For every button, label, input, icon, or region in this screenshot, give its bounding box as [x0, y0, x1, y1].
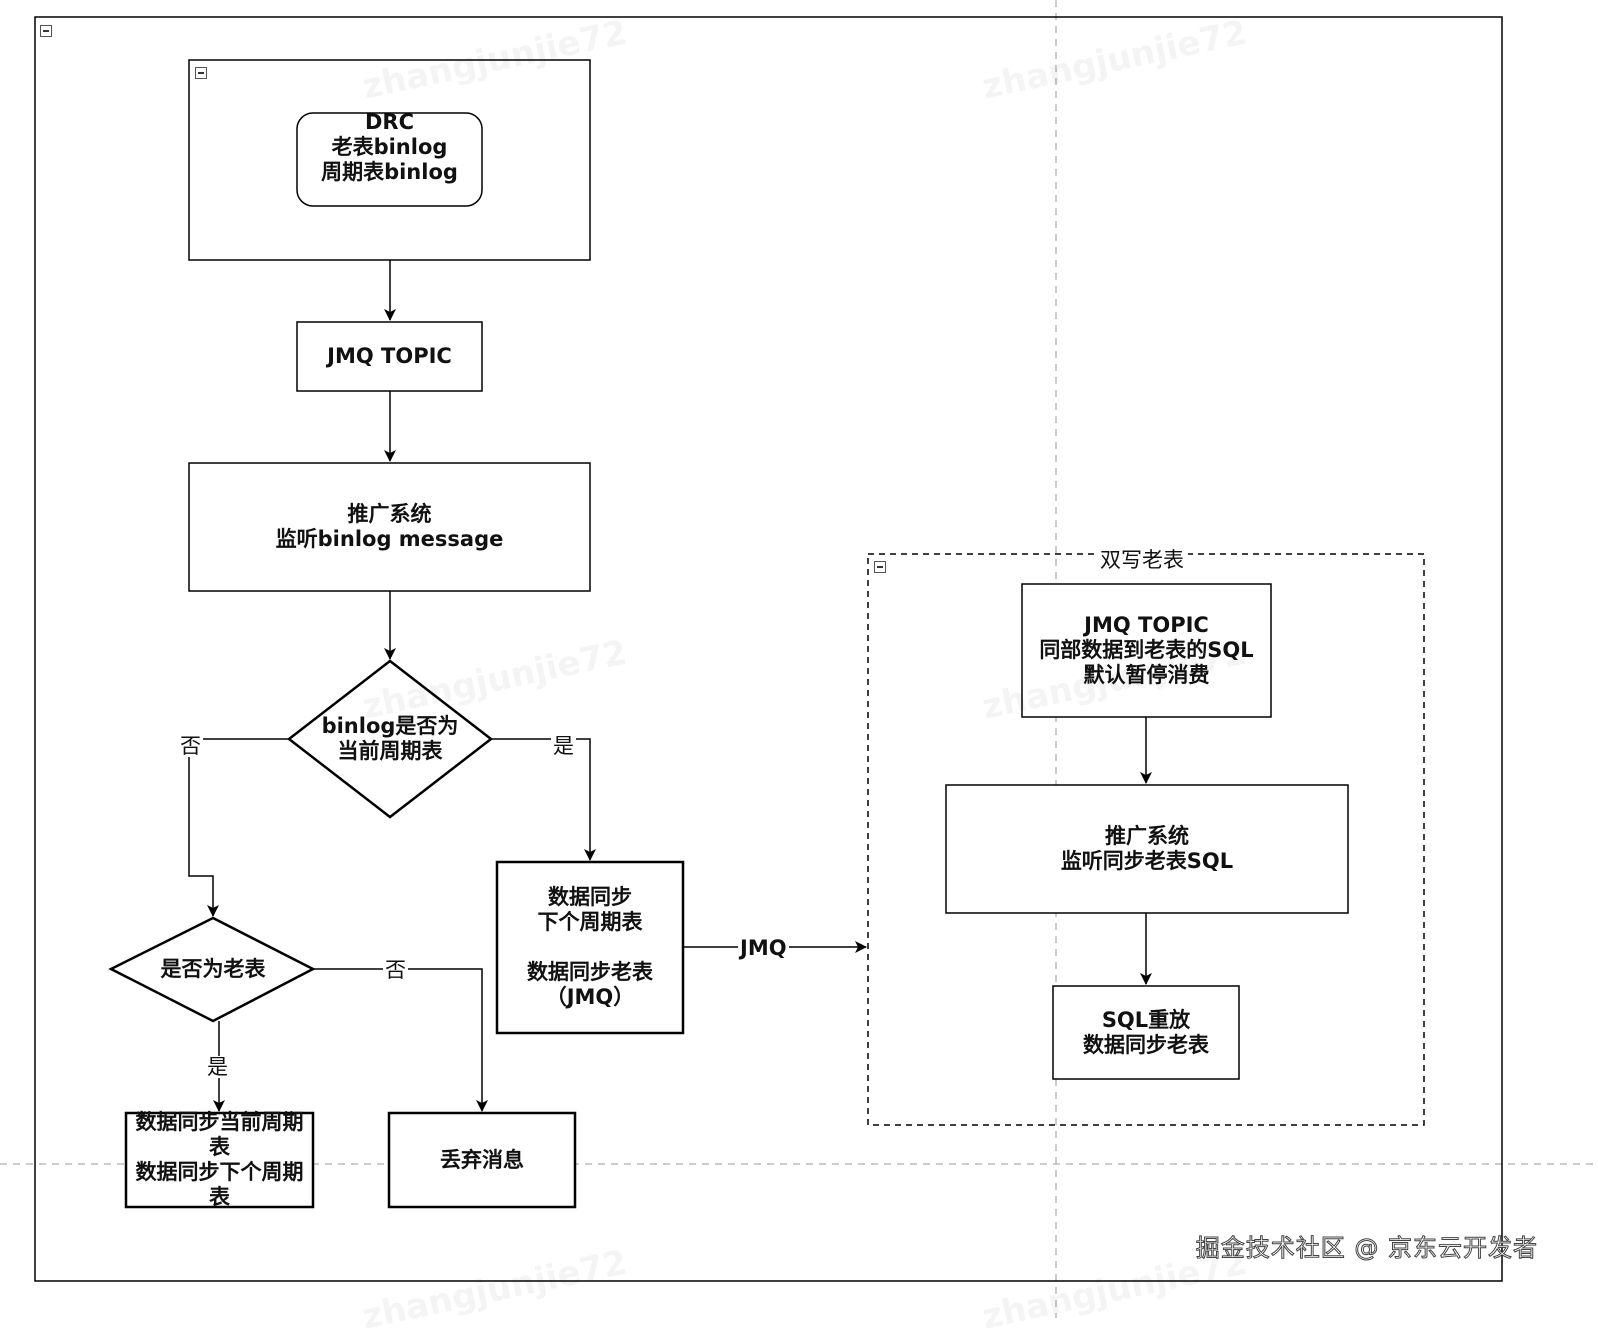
- sync-current-next-label: 数据同步当前周期 表 数据同步下个周期 表: [135, 1110, 304, 1209]
- decision-current-period-label: binlog是否为 当前周期表: [321, 714, 459, 763]
- listen-binlog-label: 推广系统 监听binlog message: [275, 502, 504, 551]
- sync-next-period-label: 数据同步 下个周期表 数据同步老表 （JMQ）: [527, 885, 653, 1009]
- drc-label: DRC 老表binlog 周期表binlog: [321, 110, 458, 184]
- outer-container: [34, 16, 1503, 1282]
- sql-replay-label: SQL重放 数据同步老表: [1083, 1007, 1209, 1057]
- edge-label-yes: 是: [205, 1055, 230, 1079]
- edge-label-jmq: JMQ: [738, 936, 789, 960]
- collapse-icon[interactable]: [195, 67, 207, 79]
- edge-label-no: 否: [383, 958, 408, 982]
- jmq-topic-sql-node[interactable]: [1021, 583, 1272, 718]
- collapse-icon[interactable]: [874, 561, 886, 573]
- sql-replay-node[interactable]: [1052, 985, 1240, 1080]
- edge-decision-no: [188, 738, 289, 917]
- collapse-icon[interactable]: [40, 25, 52, 37]
- listen-binlog-node[interactable]: [188, 462, 591, 592]
- footer-credit: 掘金技术社区 @ 京东云开发者: [1195, 1234, 1538, 1263]
- decision-current-period-node[interactable]: [286, 659, 494, 819]
- jmq-topic-node[interactable]: [296, 321, 483, 392]
- listen-sql-node[interactable]: [945, 784, 1349, 914]
- dual-write-group-title: 双写老表: [1096, 549, 1188, 571]
- sync-next-period-node[interactable]: [495, 860, 685, 1035]
- discard-message-label: 丢弃消息: [440, 1147, 524, 1172]
- sync-current-next-node[interactable]: [124, 1111, 315, 1209]
- edge-old-no: [313, 968, 488, 1112]
- listen-sql-label: 推广系统 监听同步老表SQL: [1060, 824, 1234, 873]
- jmq-topic-sql-label: JMQ TOPIC 同部数据到老表的SQL 默认暂停消费: [1039, 613, 1254, 687]
- edge-decision-yes: [491, 738, 596, 861]
- decision-old-table-node[interactable]: [108, 916, 316, 1023]
- jmq-topic-label: JMQ TOPIC: [327, 344, 452, 368]
- drc-node[interactable]: [296, 112, 483, 207]
- edge-label-no: 否: [178, 734, 203, 758]
- edge-label-yes: 是: [551, 734, 576, 758]
- discard-message-node[interactable]: [387, 1111, 577, 1209]
- decision-old-table-label: 是否为老表: [160, 956, 266, 981]
